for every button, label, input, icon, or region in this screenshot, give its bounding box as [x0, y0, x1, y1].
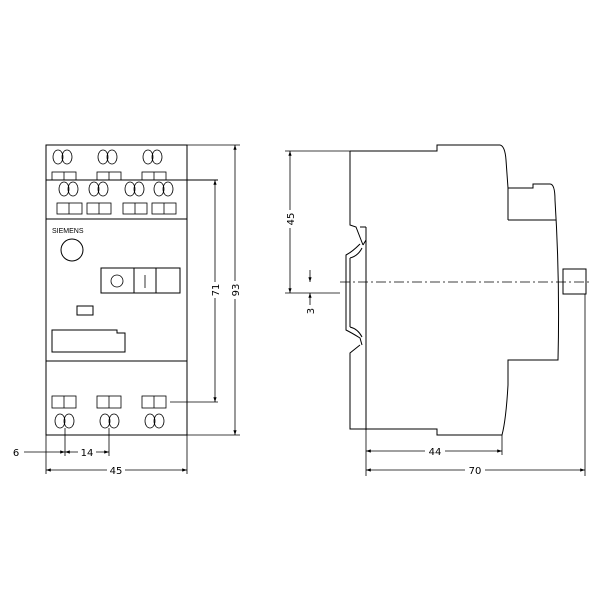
top-terminal-row-2	[56, 181, 177, 215]
dimension-label: 14	[81, 448, 94, 459]
bottom-terminal-row	[51, 395, 218, 429]
dimension-14: 14	[64, 428, 110, 459]
side-housing-outline	[349, 144, 560, 436]
dimension-45-width: 45	[45, 435, 188, 477]
din-rail-profile	[345, 239, 367, 346]
top-terminal-row-1	[51, 149, 167, 181]
reset-button-circle	[60, 238, 84, 262]
rotary-switch	[100, 267, 181, 294]
dimension-label: 3	[306, 308, 317, 314]
off-symbol-icon	[110, 274, 124, 288]
dimension-71: 71	[208, 180, 222, 402]
label-plate	[51, 329, 126, 353]
indicator-window	[76, 305, 94, 316]
dimension-70: 70	[366, 294, 586, 477]
dimension-label: 70	[469, 466, 482, 477]
front-housing-outline	[45, 144, 188, 436]
dimension-93: 93	[187, 144, 242, 436]
dimension-3: 3	[306, 270, 317, 314]
brand-label: SIEMENS	[52, 228, 84, 235]
dimension-6: 6	[13, 448, 65, 459]
dimension-label: 71	[211, 284, 222, 297]
actuator-shaft	[562, 268, 587, 295]
dimension-label: 44	[429, 447, 442, 458]
dimension-44: 44	[365, 430, 503, 476]
front-view: SIEMENS 71	[13, 144, 242, 477]
dimension-45-side: 45	[283, 150, 350, 294]
dimension-label: 6	[13, 448, 19, 459]
side-view: 45 3 44 70	[283, 144, 590, 477]
dimension-label: 45	[286, 213, 297, 226]
dimension-label: 93	[231, 284, 242, 297]
dimension-label: 45	[110, 466, 123, 477]
